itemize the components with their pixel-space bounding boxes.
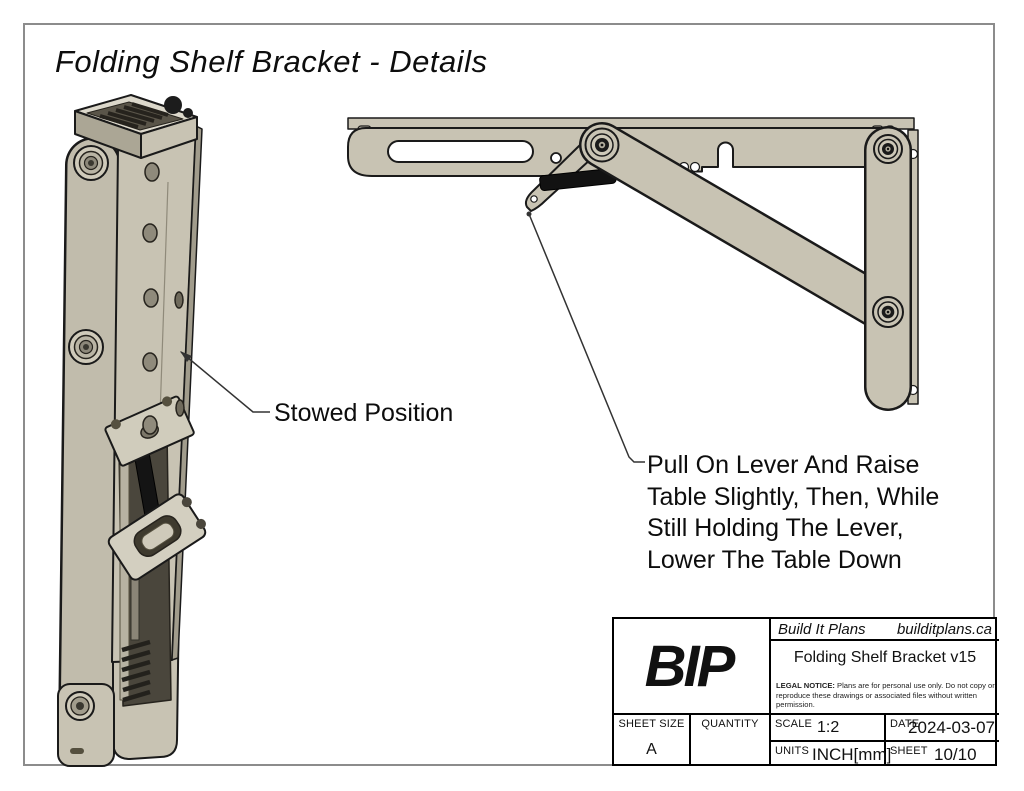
open-brace-lower-bolt <box>872 296 904 328</box>
open-arm-hole <box>550 152 562 164</box>
drawing-title-cell: Folding Shelf Bracket v15 LEGAL NOTICE: … <box>771 641 999 715</box>
open-view-drawing <box>347 117 919 411</box>
date-cell: DATE 2024-03-07 <box>886 715 999 742</box>
leader-line-stowed <box>180 351 270 413</box>
open-diagonal-brace <box>579 122 911 335</box>
stowed-top-nut <box>164 96 182 114</box>
drawing-title: Folding Shelf Bracket v15 <box>793 649 977 666</box>
date-label: DATE <box>890 718 920 730</box>
lever-note-line-4: Lower The Table Down <box>647 545 902 574</box>
legal-notice-text: Plans are for personal use only. Do not … <box>776 681 995 710</box>
stowed-pivot-bolt-mid <box>68 329 104 365</box>
lever-note-line-3: Still Holding The Lever, <box>647 514 904 542</box>
sheet-border-frame <box>23 23 995 766</box>
sheet-cell: SHEET 10/10 <box>886 742 999 766</box>
company-row: Build It Plans builditplans.ca <box>771 619 999 641</box>
units-value: INCH[mm] <box>812 745 892 764</box>
sheet-size-label: SHEET SIZE <box>618 718 685 730</box>
company-website: builditplans.ca <box>896 620 992 638</box>
stowed-top-box <box>74 94 198 159</box>
lever-note-line-2: Table Slightly, Then, While <box>647 482 940 511</box>
stowed-arm-strap <box>58 137 121 760</box>
stowed-mounting-holes <box>142 162 185 435</box>
page-title: Folding Shelf Bracket - Details <box>55 44 488 79</box>
stowed-bottom-spring <box>121 639 151 703</box>
open-main-pivot-bolt <box>584 127 620 163</box>
leader-dot <box>526 211 532 217</box>
stowed-top-spring <box>99 102 169 129</box>
units-label: UNITS <box>775 745 809 757</box>
company-name: Build It Plans <box>778 620 866 638</box>
sheet-size-cell: SHEET SIZE A <box>614 715 691 766</box>
date-value: 2024-03-07 <box>908 718 995 737</box>
stowed-position-label: Stowed Position <box>274 399 454 427</box>
open-arm-slot <box>387 140 534 163</box>
bip-logo: BIP <box>644 633 736 699</box>
stowed-view-drawing <box>57 94 207 767</box>
sheet-size-value: A <box>646 741 657 758</box>
stowed-foot <box>57 683 115 767</box>
stowed-pivot-bolt-top <box>73 145 109 181</box>
lever-note-line-1: Pull On Lever And Raise <box>647 451 920 479</box>
sheet-value: 10/10 <box>934 745 977 764</box>
scale-label: SCALE <box>775 718 813 730</box>
leader-line-lever <box>526 211 645 463</box>
legal-notice-label: LEGAL NOTICE: <box>776 681 835 691</box>
open-wall-top-bolt <box>873 134 903 164</box>
lever-instruction-note: Pull On Lever And Raise Table Slightly, … <box>647 450 939 576</box>
logo-cell: BIP <box>614 619 771 715</box>
units-cell: UNITS INCH[mm] <box>771 742 891 766</box>
scale-cell: SCALE 1:2 <box>771 715 886 742</box>
scale-value: 1:2 <box>817 719 840 736</box>
legal-notice: LEGAL NOTICE: Plans are for personal use… <box>776 681 996 710</box>
stowed-lever-plate <box>107 493 207 581</box>
quantity-cell: QUANTITY <box>691 715 771 766</box>
title-block: BIP Build It Plans builditplans.ca Foldi… <box>612 617 999 766</box>
quantity-label: QUANTITY <box>701 718 759 730</box>
leader-arrowhead <box>180 351 192 362</box>
sheet-label: SHEET <box>890 745 928 757</box>
